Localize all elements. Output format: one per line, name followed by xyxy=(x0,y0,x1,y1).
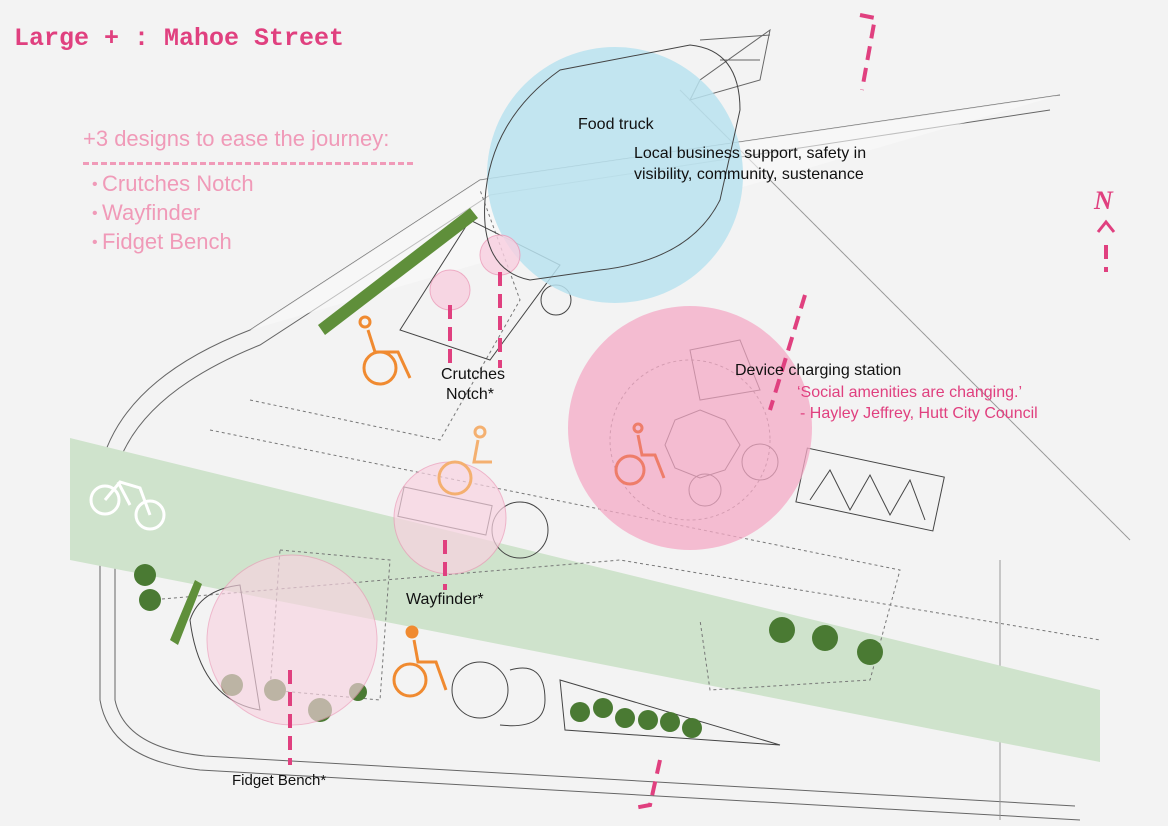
page-title: Large + : Mahoe Street xyxy=(14,24,345,53)
food-truck-outline xyxy=(484,44,741,281)
food-truck-label: Food truck xyxy=(578,116,654,133)
fidget-bench-label: Fidget Bench* xyxy=(232,772,327,789)
quote-author: - Hayley Jeffrey, Hutt City Council xyxy=(800,405,1038,422)
north-label: N xyxy=(1094,186,1113,215)
quote-text: ‘Social amenities are changing.’ xyxy=(797,384,1023,401)
wayfinder-zone xyxy=(393,461,507,575)
bicycle-icon xyxy=(89,480,166,531)
wheelchair-icon xyxy=(437,425,492,496)
device-charging-zone xyxy=(568,306,812,550)
leader-lines xyxy=(288,13,1108,810)
crutches-notch-label: Notch* xyxy=(446,386,495,403)
crutches-notch-zone-1 xyxy=(429,269,471,311)
device-charging-label: Device charging station xyxy=(735,362,902,379)
wheelchair-icon xyxy=(358,315,412,386)
list-item: Wayfinder xyxy=(92,199,254,228)
food-truck-zone xyxy=(487,47,743,303)
designs-list: Crutches Notch Wayfinder Fidget Bench xyxy=(92,170,254,257)
green-path xyxy=(70,438,1100,762)
food-truck-desc: Local business support, safety in xyxy=(634,145,867,162)
food-truck-desc: visibility, community, sustenance xyxy=(634,166,864,183)
hedges xyxy=(170,208,478,645)
crutches-notch-zone-2 xyxy=(479,234,521,276)
designs-heading: +3 designs to ease the journey: xyxy=(83,126,390,151)
wheelchair-icon xyxy=(392,625,448,698)
heading-divider xyxy=(83,162,413,165)
list-item: Fidget Bench xyxy=(92,228,254,257)
wheelchair-icon xyxy=(614,422,666,486)
north-arrow-icon xyxy=(1096,219,1116,233)
list-item: Crutches Notch xyxy=(92,170,254,199)
wayfinder-label: Wayfinder* xyxy=(406,591,484,608)
crutches-notch-label: Crutches xyxy=(441,366,506,383)
